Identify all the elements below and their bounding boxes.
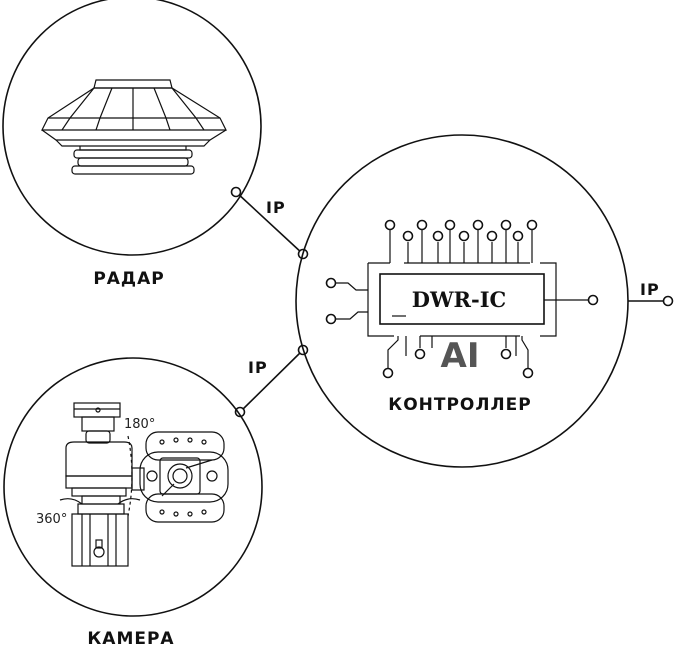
ip-label-radar: IP xyxy=(266,198,286,217)
link-camera-controller: IP xyxy=(234,344,309,418)
radar-device-icon xyxy=(41,79,227,175)
radar-label: РАДАР xyxy=(93,269,164,289)
chip-text: DWR-IC xyxy=(412,287,507,312)
pan-angle-label: 360° xyxy=(36,512,67,527)
ai-text: AI xyxy=(441,336,480,376)
controller-label: КОНТРОЛЛЕР xyxy=(388,395,531,415)
link-controller-out: IP xyxy=(628,280,674,307)
camera-circle xyxy=(3,357,263,617)
controller-circle xyxy=(295,134,629,468)
radar-node: РАДАР xyxy=(2,0,262,289)
connector-dot xyxy=(230,186,242,198)
camera-label: КАМЕРА xyxy=(87,629,174,649)
ip-label-camera: IP xyxy=(248,358,268,377)
ptz-camera-icon xyxy=(59,402,229,567)
controller-node: DWR-IC AI КОНТРОЛЛЕР xyxy=(295,134,629,468)
camera-node: 180° 360° КАМЕРА xyxy=(3,357,263,649)
tilt-angle-label: 180° xyxy=(124,417,155,432)
ip-label-out: IP xyxy=(640,280,660,299)
radar-circle xyxy=(2,0,262,256)
link-radar-controller: IP xyxy=(230,186,309,260)
chip-icon: DWR-IC AI xyxy=(325,219,599,379)
connector-dot xyxy=(662,295,674,307)
connector-dot xyxy=(234,406,246,418)
